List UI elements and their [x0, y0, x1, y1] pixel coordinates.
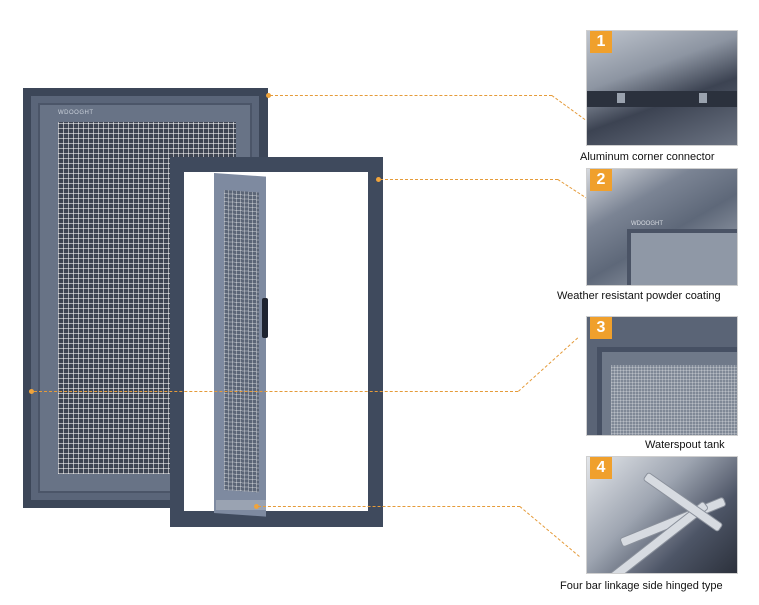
leader-line-4b: [519, 506, 580, 557]
coated-profile: [627, 229, 737, 285]
handle: [262, 298, 268, 338]
pointer-dot-4: [254, 504, 259, 509]
connector-edge: [587, 91, 737, 107]
pointer-dot-3: [29, 389, 34, 394]
leaf-mesh: [224, 190, 259, 493]
badge-2: 2: [590, 169, 612, 191]
leader-line-1b: [551, 95, 590, 123]
brand-mark-small: WDOOGHT: [631, 221, 663, 227]
leader-line-2: [380, 179, 558, 180]
leader-line-1: [270, 95, 552, 96]
connector-slot: [699, 93, 707, 103]
badge-4: 4: [590, 457, 612, 479]
linkage-hinge: [216, 500, 266, 510]
tank-mesh: [611, 365, 737, 435]
pointer-dot-2: [376, 177, 381, 182]
leader-line-3: [34, 391, 518, 392]
caption-2: Weather resistant powder coating: [557, 290, 721, 302]
leader-line-4: [258, 506, 520, 507]
leader-line-3b: [518, 337, 579, 392]
pointer-dot-1: [266, 93, 271, 98]
badge-3: 3: [590, 317, 612, 339]
thumbnail-powder-coating: 2 WDOOGHT: [586, 168, 738, 286]
thumbnail-waterspout: 3: [586, 316, 738, 436]
badge-1: 1: [590, 31, 612, 53]
connector-slot: [617, 93, 625, 103]
thumbnail-corner-connector: 1: [586, 30, 738, 146]
leader-line-2b: [557, 179, 589, 200]
caption-1: Aluminum corner connector: [580, 151, 715, 163]
brand-mark: WDOOGHT: [58, 110, 94, 116]
caption-4: Four bar linkage side hinged type: [560, 580, 723, 592]
thumbnail-linkage: 4: [586, 456, 738, 574]
sash-opening: [184, 172, 368, 511]
caption-3: Waterspout tank: [645, 439, 725, 451]
